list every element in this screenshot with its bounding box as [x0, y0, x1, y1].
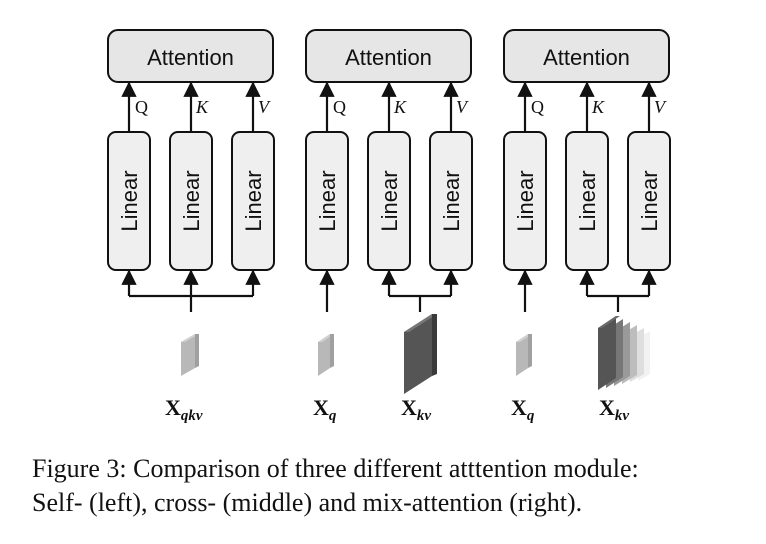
linear-label: Linear	[117, 170, 142, 231]
arrow-label-k: K	[393, 97, 407, 117]
input-connector	[319, 269, 459, 312]
attention-label: Attention	[345, 45, 432, 70]
input-label-xq: Xq	[511, 395, 535, 424]
arrow-label-v: V	[654, 97, 667, 117]
caption-line-2: Self- (left), cross- (middle) and mix-at…	[32, 488, 583, 517]
linear-label: Linear	[575, 170, 600, 231]
linear-label: Linear	[637, 170, 662, 231]
linear-label: Linear	[377, 170, 402, 231]
attention-label: Attention	[543, 45, 630, 70]
caption-line-1: Figure 3: Comparison of three different …	[32, 454, 639, 483]
panel-cross-attention: Attention Linear Linear Linear Q K V	[305, 29, 473, 424]
input-block-stack-xkv	[598, 316, 650, 390]
linear-label: Linear	[439, 170, 464, 231]
panel-self-attention: Attention Linear Linear Linear Q K V Xqk…	[107, 29, 275, 424]
input-label-xq: Xq	[313, 395, 337, 424]
arrow-label-q: Q	[531, 97, 544, 117]
panel-mix-attention: Attention Linear Linear Linear Q K V	[503, 29, 671, 424]
input-block-xq	[516, 334, 532, 376]
input-block-xkv	[404, 314, 437, 394]
arrow-label-q: Q	[333, 97, 346, 117]
linear-label: Linear	[315, 170, 340, 231]
figure-caption: Figure 3: Comparison of three different …	[32, 452, 752, 520]
arrow-label-k: K	[195, 97, 209, 117]
input-label-xkv: Xkv	[599, 395, 629, 424]
arrow-label-v: V	[456, 97, 469, 117]
linear-label: Linear	[241, 170, 266, 231]
linear-label: Linear	[179, 170, 204, 231]
input-block-xq	[318, 334, 334, 376]
linear-label: Linear	[513, 170, 538, 231]
attention-diagram: Attention Linear Linear Linear Q K V Xqk…	[107, 29, 671, 424]
arrow-label-v: V	[258, 97, 271, 117]
arrow-label-q: Q	[135, 97, 148, 117]
input-block-xqkv	[181, 334, 199, 376]
input-label-xkv: Xkv	[401, 395, 431, 424]
input-connector	[121, 269, 261, 312]
attention-label: Attention	[147, 45, 234, 70]
input-label-xqkv: Xqkv	[165, 395, 203, 424]
arrow-label-k: K	[591, 97, 605, 117]
input-connector	[517, 269, 657, 312]
